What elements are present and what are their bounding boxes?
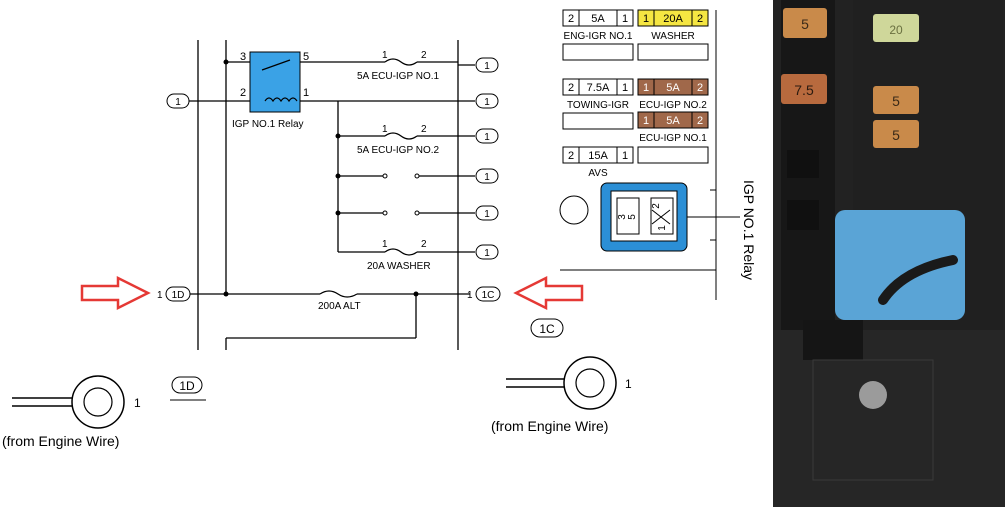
fuse-washer-label: 20A WASHER [367, 261, 431, 272]
photo-fuse-2: 20 [889, 23, 903, 37]
callout-1c: 1C [530, 318, 564, 338]
fuse-2-pin-b: 2 [421, 124, 427, 135]
connector-pill-r3: 1 [475, 128, 499, 144]
fuse-avs-rating: 15A [588, 150, 608, 162]
fuse-washer-left: 1 [643, 13, 649, 25]
fuse-avs-label: AVS [588, 168, 608, 179]
connector-pill-1d: 1D [165, 286, 191, 302]
svg-text:1: 1 [484, 172, 490, 183]
fuse-ecu-igp-no2-label: 5A ECU-IGP NO.2 [357, 145, 440, 156]
ring-terminal-right [506, 356, 617, 410]
fuse-ecu2-label: ECU-IGP NO.2 [639, 100, 707, 111]
fuse-ecu2-left: 1 [643, 82, 649, 94]
relay-label: IGP NO.1 Relay [232, 119, 304, 130]
connector-pill-r6: 1 [475, 244, 499, 260]
fuse-ecu-igp-no1-label: 5A ECU-IGP NO.1 [357, 71, 440, 82]
schematic-wires [185, 40, 475, 350]
fuse-2-pin-a: 1 [382, 124, 388, 135]
callout-1d: 1D [171, 376, 203, 394]
fuse-eng-igr-label: ENG-IGR NO.1 [564, 31, 633, 42]
fuse-ecu2-rating: 5A [666, 82, 680, 94]
fuse-avs-left: 2 [568, 150, 574, 162]
ring-terminal-left [12, 375, 125, 429]
relay-conn-pin-5: 5 [627, 214, 638, 220]
ring-left-pin: 1 [134, 396, 141, 410]
connector-pill-r5: 1 [475, 205, 499, 221]
photo-fuse-3: 7.5 [794, 82, 814, 98]
relay-pin-1: 1 [303, 87, 309, 99]
fuse-eng-igr-left: 2 [568, 13, 574, 25]
relay-conn-pin-2: 2 [651, 203, 662, 209]
fuse-ecu1-right: 2 [697, 115, 703, 127]
connector-pill-r1: 1 [475, 57, 499, 73]
switch-dots [382, 173, 420, 216]
svg-text:1D: 1D [179, 379, 195, 393]
fuse-ecu1-label: ECU-IGP NO.1 [639, 133, 707, 144]
fuse-1-pin-a: 1 [382, 50, 388, 61]
relay-pin-2: 2 [240, 87, 246, 99]
from-engine-wire-right: (from Engine Wire) [491, 418, 608, 434]
fuse-3-pin-a: 1 [382, 239, 388, 250]
fuse-alt-label: 200A ALT [318, 301, 361, 312]
svg-text:1C: 1C [482, 290, 495, 301]
relay-pin-5: 5 [303, 51, 309, 63]
fuse-3-pin-b: 2 [421, 239, 427, 250]
fuse-washer-rating: 20A [663, 13, 683, 25]
svg-text:1: 1 [484, 61, 490, 72]
photo-relay [835, 210, 965, 320]
svg-text:1: 1 [484, 209, 490, 220]
svg-text:1: 1 [175, 97, 181, 108]
arrow-left-icon [513, 275, 584, 311]
fuse-avs-right: 1 [622, 150, 628, 162]
relay-vertical-label: IGP NO.1 Relay [741, 180, 757, 280]
fuse-towing-rating: 7.5A [587, 82, 610, 94]
junction-dots [223, 59, 419, 297]
svg-text:1: 1 [484, 132, 490, 143]
fuse-box-photo: 5 20 7.5 5 5 [773, 0, 1005, 507]
fuse-towing-right: 1 [622, 82, 628, 94]
fuse-1-pin-b: 2 [421, 50, 427, 61]
relay-conn-pin-3: 3 [617, 214, 628, 220]
wiring-diagram: 3 5 2 1 IGP NO.1 Relay 1 2 5A ECU-IGP NO… [2, 9, 757, 449]
photo-fuse-4: 5 [892, 93, 900, 109]
photo-fuse-1: 5 [801, 16, 809, 32]
connector-pill-left: 1 [166, 93, 190, 109]
fuse-box-layout: 2 5A 1 ENG-IGR NO.1 1 20A 2 WASHER 2 7.5… [559, 9, 757, 300]
arrow-right-icon [80, 275, 151, 311]
pin-1c-number: 1 [467, 290, 473, 301]
connector-pill-1c: 1C [475, 286, 501, 302]
fuse-eng-igr-rating: 5A [591, 13, 605, 25]
svg-text:1: 1 [484, 97, 490, 108]
fuse-ecu1-left: 1 [643, 115, 649, 127]
svg-text:1: 1 [484, 248, 490, 259]
svg-text:1D: 1D [172, 290, 185, 301]
fuse-eng-igr-right: 1 [622, 13, 628, 25]
ring-right-pin: 1 [625, 377, 632, 391]
igp-no1-relay-symbol [249, 51, 301, 113]
fuse-ecu2-right: 2 [697, 82, 703, 94]
photo-fuse-5: 5 [892, 127, 900, 143]
connector-pill-r4: 1 [475, 168, 499, 184]
connector-pill-r2: 1 [475, 93, 499, 109]
pin-1d-number: 1 [157, 290, 163, 301]
fuse-towing-label: TOWING-IGR [567, 100, 629, 111]
relay-pin-3: 3 [240, 51, 246, 63]
fuse-ecu1-rating: 5A [666, 115, 680, 127]
fuse-towing-left: 2 [568, 82, 574, 94]
fuse-washer-box-label: WASHER [651, 31, 695, 42]
relay-conn-pin-1: 1 [657, 225, 668, 231]
fuse-washer-right: 2 [697, 13, 703, 25]
svg-text:1C: 1C [539, 322, 555, 336]
from-engine-wire-left: (from Engine Wire) [2, 433, 119, 449]
